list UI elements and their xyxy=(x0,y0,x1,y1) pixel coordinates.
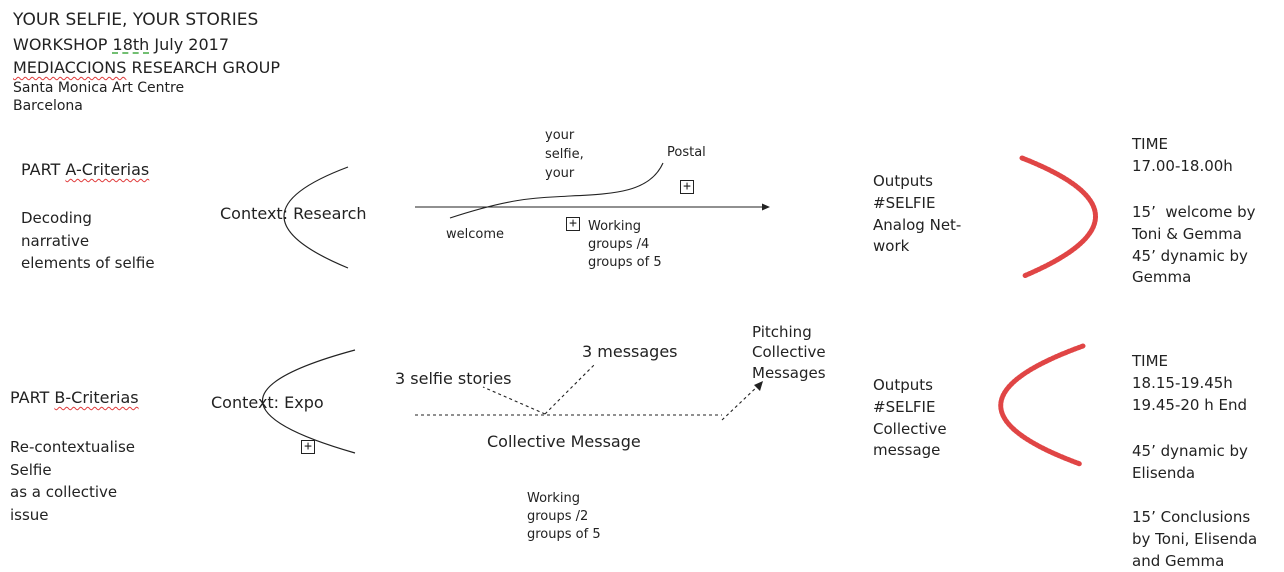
part-a-description: Decoding narrative elements of selfie xyxy=(21,209,155,272)
part-b-dotted-messages xyxy=(544,363,596,415)
red-bracket-a xyxy=(1019,155,1098,279)
venue: Santa Monica Art Centre xyxy=(13,80,185,96)
part-b-dotted-pitching xyxy=(721,383,761,421)
part-a-working-plus-icon: + xyxy=(566,217,580,231)
city: Barcelona xyxy=(13,98,83,114)
part-b-context-plus-icon: + xyxy=(301,440,315,454)
part-a-label: PART A-Criterias xyxy=(21,160,149,180)
group-word: MEDIACCIONS xyxy=(13,58,127,77)
part-b-description: Re-contextualise Selfie as a collective … xyxy=(10,438,136,524)
group-rest: RESEARCH GROUP xyxy=(126,58,281,77)
part-b-dotted-stories xyxy=(482,386,546,415)
part-a-arrowhead xyxy=(762,203,770,211)
group-line: MEDIACCIONS RESEARCH GROUP xyxy=(13,58,280,78)
part-b-context-bracket xyxy=(261,349,356,454)
part-b-schedule-1: 45’ dynamic by Elisenda xyxy=(1132,442,1248,482)
part-a-outputs: Outputs #SELFIE Analog Net- work xyxy=(873,172,962,256)
part-a-welcome: welcome xyxy=(446,227,505,242)
part-b-label-underlined: B-Criterias xyxy=(54,388,139,407)
part-a-schedule: 15’ welcome by Toni & Gemma 45’ dynamic … xyxy=(1132,203,1256,287)
title: YOUR SELFIE, YOUR STORIES xyxy=(13,10,259,30)
part-b-collective-message: Collective Message xyxy=(487,432,641,451)
part-a-context: Context: Research xyxy=(220,204,367,223)
workshop-prefix: WORKSHOP xyxy=(13,35,113,54)
part-a-postal: Postal xyxy=(667,145,706,160)
part-a-postal-plus-icon: + xyxy=(680,180,694,194)
part-b-schedule-2: 15’ Conclusions by Toni, Elisenda and Ge… xyxy=(1132,508,1258,570)
part-a-selfie-curve xyxy=(449,162,664,219)
part-a-label-underlined: A-Criterias xyxy=(65,160,150,179)
part-b-outputs: Outputs #SELFIE Collective message xyxy=(873,376,947,460)
part-b-label: PART B-Criterias xyxy=(10,388,139,408)
part-a-your-selfie: your selfie, your xyxy=(545,128,584,181)
part-b-messages: 3 messages xyxy=(582,342,678,361)
part-a-working-groups: Working groups /4 groups of 5 xyxy=(588,219,662,271)
part-b-working-groups: Working groups /2 groups of 5 xyxy=(527,491,601,543)
part-a-label-prefix: PART xyxy=(21,160,66,179)
part-b-arrowhead xyxy=(754,381,763,391)
part-b-selfie-stories: 3 selfie stories xyxy=(395,369,512,388)
workshop-suffix: July 2017 xyxy=(149,35,229,54)
part-b-context: Context: Expo xyxy=(211,393,324,412)
workshop-line: WORKSHOP 18th July 2017 xyxy=(13,35,229,55)
part-a-time: TIME 17.00-18.00h xyxy=(1132,135,1233,175)
workshop-date: 18th xyxy=(112,35,150,54)
part-b-pitching: Pitching Collective Messages xyxy=(752,323,826,382)
red-bracket-b xyxy=(998,343,1086,467)
part-b-label-prefix: PART xyxy=(10,388,55,407)
part-a-context-bracket xyxy=(283,166,349,269)
part-b-time: TIME 18.15-19.45h 19.45-20 h End xyxy=(1132,352,1247,414)
